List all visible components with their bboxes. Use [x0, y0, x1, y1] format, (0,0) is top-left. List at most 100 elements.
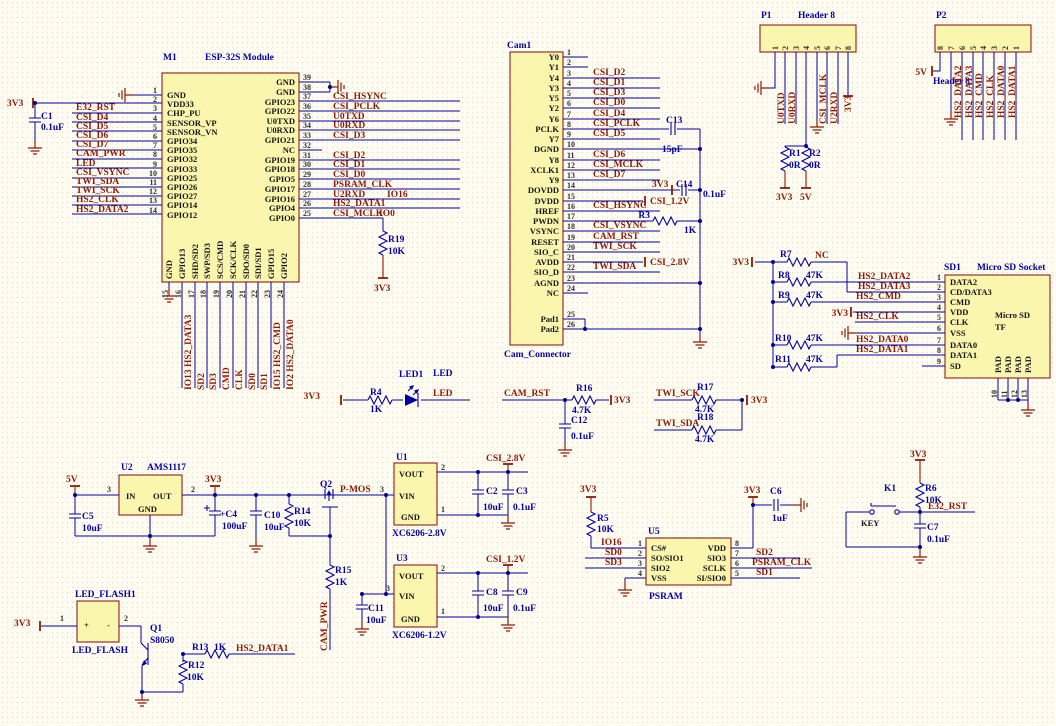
- ground-icon: [692, 333, 708, 349]
- label-camera-connector-4: 3: [567, 69, 571, 78]
- label-regulator-2v8-8: C2: [486, 487, 498, 497]
- label-esp32-module-97: SCK/CLK: [228, 240, 238, 279]
- label-micro-sd-37: SD: [950, 361, 961, 371]
- label-esp32-module-5: E32_RST: [76, 103, 116, 113]
- label-regulator-1v2-8: CSI_1.2V: [486, 555, 525, 565]
- label-esp32-module-62: 37: [303, 92, 311, 101]
- label-esp32-module-41: GPIO26: [167, 182, 197, 192]
- junction-dot: [476, 615, 480, 619]
- junction-dot: [33, 101, 37, 105]
- label-pmos-switch-6: C11: [368, 604, 384, 614]
- ground-icon: [754, 80, 770, 96]
- label-micro-sd-33: CLK: [950, 317, 969, 327]
- label-regulator-ams1117-13: C10: [264, 511, 281, 521]
- label-psram-13: SO/SIO1: [651, 553, 684, 563]
- label-status-led-5: LED: [433, 389, 453, 399]
- label-twi-pullups-3: 3V3: [751, 396, 768, 406]
- junction-dot: [771, 300, 775, 304]
- label-camera-connector-71: C13: [666, 116, 683, 126]
- label-psram-18: SCLK: [703, 563, 727, 573]
- label-flash-led-10: 1K: [214, 643, 227, 653]
- label-psram-11: 4: [638, 569, 642, 578]
- label-micro-sd-42: PAD: [1013, 356, 1023, 373]
- capacitor-icon-c10: [249, 510, 263, 516]
- capacitor-icon-c7: [913, 523, 927, 529]
- label-camera-connector-30: Y4: [549, 73, 560, 83]
- label-regulator-1v2-6: 3: [386, 584, 390, 593]
- junction-dot: [476, 470, 480, 474]
- label-esp32-module-99: SDI/SD1: [253, 247, 263, 279]
- label-esp32-module-2: 3V3: [7, 99, 24, 109]
- label-psram-5: PSRAM: [649, 592, 683, 602]
- label-esp32-module-77: U0TXD: [333, 112, 365, 122]
- label-twi-pullups-0: TWI_SCK: [656, 389, 700, 399]
- label-esp32-module-32: VDD33: [167, 99, 194, 109]
- label-esp32-module-24: 8: [153, 150, 157, 159]
- label-esp32-module-107: 20: [225, 290, 234, 298]
- label-esp32-module-88: IO0: [379, 209, 395, 219]
- label-micro-sd-47: 13: [1020, 390, 1029, 398]
- ground-icon: [118, 87, 134, 103]
- capacitor-icon-c3: [501, 489, 515, 495]
- label-header-p1-10: U0TXD: [777, 92, 787, 124]
- label-camera-connector-45: VSYNC: [530, 226, 559, 236]
- label-camera-connector-39: XCLK1: [530, 165, 559, 175]
- label-micro-sd-28: 9: [937, 357, 941, 366]
- label-camera-connector-62: CSI_MCLK: [593, 160, 644, 170]
- label-camera-connector-13: 12: [567, 161, 575, 170]
- label-psram-8: 1: [638, 539, 642, 548]
- label-header-p1-4: 3: [792, 46, 801, 50]
- label-micro-sd-21: 2: [937, 283, 941, 292]
- label-camera-connector-46: RESET: [531, 237, 559, 247]
- label-esp32-module-12: CSI_VSYNC: [76, 168, 129, 178]
- label-cam-reset-2: 4.7K: [572, 406, 592, 416]
- wires-camera: [563, 56, 701, 334]
- label-flash-led-13: 10K: [187, 673, 205, 683]
- wires-flash: [41, 625, 295, 693]
- label-camera-connector-53: Pad2: [541, 324, 559, 334]
- resistor-icon-r16: [571, 395, 597, 405]
- resistor-icon-r12: [178, 659, 188, 685]
- junction-dot: [740, 398, 744, 402]
- label-camera-connector-49: SIO_D: [534, 267, 559, 277]
- label-regulator-2v8-5: 2: [441, 463, 445, 472]
- label-micro-sd-41: PAD: [1003, 356, 1013, 373]
- label-psram-21: 7: [735, 549, 739, 558]
- label-reset-key-4: E32_RST: [928, 502, 968, 512]
- label-esp32-module-21: 5: [153, 123, 157, 132]
- label-reset-key-1: K1: [884, 484, 896, 494]
- label-cam-reset-3: 3V3: [614, 396, 631, 406]
- label-micro-sd-7: R9: [778, 291, 790, 301]
- ground-icon: [27, 139, 43, 155]
- label-psram-27: SD2: [756, 548, 773, 558]
- label-camera-connector-37: DGND: [534, 144, 559, 154]
- label-micro-sd-29: DATA2: [950, 277, 977, 287]
- junction-dot: [918, 545, 922, 549]
- label-esp32-module-81: CSI_D1: [333, 160, 365, 170]
- label-esp32-module-59: GPIO0: [269, 213, 295, 223]
- label-micro-sd-36: DATA1: [950, 350, 977, 360]
- label-psram-1: R5: [597, 514, 609, 524]
- label-esp32-module-91: 3V3: [374, 284, 391, 294]
- label-psram-6: SD0: [605, 548, 622, 558]
- label-camera-connector-28: Y0: [549, 52, 559, 62]
- label-camera-connector-22: 21: [567, 253, 575, 262]
- label-psram-17: SIO3: [707, 553, 726, 563]
- label-psram-10: 3: [638, 559, 642, 568]
- label-esp32-module-54: GPIO18: [265, 164, 295, 174]
- label-esp32-module-13: TWI_SDA: [76, 177, 119, 187]
- label-camera-connector-27: 26: [567, 320, 575, 329]
- label-esp32-module-83: PSRAM_CLK: [333, 180, 393, 190]
- esp32-module-body: [161, 72, 300, 283]
- label-esp32-module-68: 31: [303, 151, 311, 160]
- pushbutton-icon[interactable]: [869, 503, 900, 515]
- label-regulator-2v8-4: XC6206-2.8V: [392, 529, 447, 539]
- label-camera-connector-12: 11: [567, 151, 575, 160]
- label-psram-23: 5: [735, 569, 739, 578]
- label-esp32-module-72: 27: [303, 190, 311, 199]
- label-regulator-2v8-3: GND: [401, 512, 420, 522]
- label-esp32-module-27: 11: [149, 178, 157, 187]
- ground-icon: [500, 514, 516, 530]
- label-psram-4: U5: [648, 527, 660, 537]
- junction-dot: [583, 327, 587, 331]
